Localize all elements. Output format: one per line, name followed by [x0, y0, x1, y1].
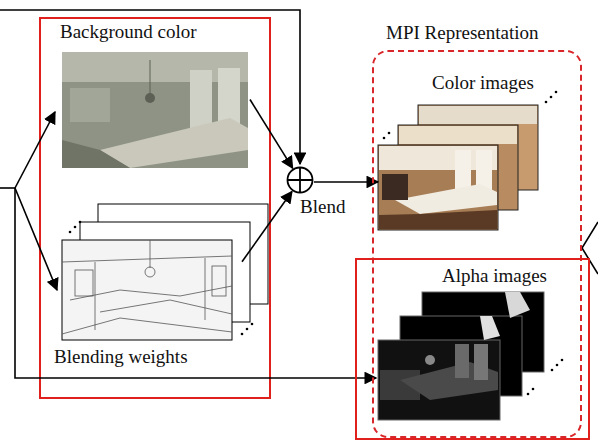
- drawing-part: [474, 344, 488, 380]
- drawing-part: [582, 222, 598, 274]
- drawing-part: [15, 188, 376, 378]
- drawing-part: [505, 292, 530, 318]
- drawing-part: [62, 256, 232, 262]
- drawing-part: [425, 355, 435, 365]
- drawing-part: [150, 240, 151, 268]
- drawing-part: [395, 184, 497, 214]
- color-stack: [378, 91, 557, 230]
- flow-arrow: [250, 100, 293, 169]
- background-image: [62, 52, 248, 168]
- node-heading: Blending weights: [52, 346, 190, 368]
- drawing-part: [378, 145, 498, 230]
- drawing-part: [399, 126, 517, 144]
- drawing-part: [15, 188, 57, 290]
- drawing-part: [79, 221, 82, 224]
- drawing-part: [527, 359, 564, 396]
- drawing-part: [70, 286, 232, 300]
- drawing-part: [205, 258, 206, 320]
- drawing-part: [379, 210, 497, 229]
- drawing-part: [75, 270, 93, 296]
- drawing-part: [379, 106, 537, 229]
- drawing-part: [251, 323, 254, 326]
- image-stack: Alpha images: [355, 258, 590, 440]
- drawing-part: [95, 262, 96, 330]
- node-heading: MPI Representation: [384, 22, 541, 44]
- drawing-part: [378, 340, 500, 420]
- drawing-part: [545, 101, 548, 104]
- mpi-group: MPI RepresentationColor imagesAlpha imag…: [372, 50, 582, 438]
- drawing-part: [527, 393, 530, 396]
- node-heading: Color images: [430, 72, 536, 94]
- drawing-part: [383, 137, 386, 140]
- drawing-part: [532, 388, 535, 391]
- drawing-part: [62, 240, 232, 334]
- image-panel: Background color: [52, 20, 250, 170]
- flow-arrow: [242, 191, 292, 261]
- drawing-part: [455, 150, 471, 190]
- circle-plus-symbol: [286, 166, 314, 194]
- drawing-part: [69, 221, 254, 336]
- drawing-part: [145, 267, 155, 277]
- drawing-part: [62, 318, 232, 334]
- drawing-part: [555, 91, 558, 94]
- flow-arrow: [314, 181, 378, 183]
- drawing-part: [62, 140, 130, 168]
- drawing-part: [561, 359, 564, 362]
- drawing-part: [100, 300, 232, 314]
- drawing-part: [550, 96, 553, 99]
- drawing-part: [0, 187, 15, 189]
- drawing-part: [15, 112, 55, 188]
- drawing-part: [288, 168, 312, 192]
- blend-operator: Blend: [286, 166, 314, 194]
- drawing-part: [212, 266, 226, 296]
- drawing-part: [480, 316, 500, 340]
- node-heading: Blend: [298, 196, 347, 218]
- drawing-part: [246, 328, 249, 331]
- group-frame: [40, 18, 270, 398]
- node-heading: Alpha images: [440, 265, 549, 287]
- drawing-part: [69, 231, 72, 234]
- drawing-part: [455, 344, 469, 378]
- drawing-part: [388, 132, 391, 135]
- drawing-part: [419, 106, 537, 124]
- image-panel: Blending weights: [52, 205, 242, 372]
- drawing-part: [383, 91, 558, 140]
- drawing-part: [556, 364, 559, 367]
- drawing-part: [190, 70, 212, 130]
- drawing-part: [62, 52, 248, 168]
- drawing-part: [145, 93, 155, 103]
- drawing-part: [551, 369, 554, 372]
- drawing-part: [241, 333, 244, 336]
- image-stack: Color images: [378, 68, 573, 232]
- weights-stack: [62, 204, 268, 340]
- drawing-part: [74, 226, 77, 229]
- node-heading: Background color: [58, 21, 199, 43]
- alpha-stack: [378, 292, 563, 420]
- drawing-part: [150, 60, 151, 95]
- drawing-part: [382, 174, 408, 200]
- drawing-part: [70, 88, 110, 122]
- drawing-part: [380, 292, 530, 400]
- drawing-part: [100, 118, 248, 168]
- drawing-part: [288, 168, 313, 193]
- drawing-part: [62, 240, 232, 340]
